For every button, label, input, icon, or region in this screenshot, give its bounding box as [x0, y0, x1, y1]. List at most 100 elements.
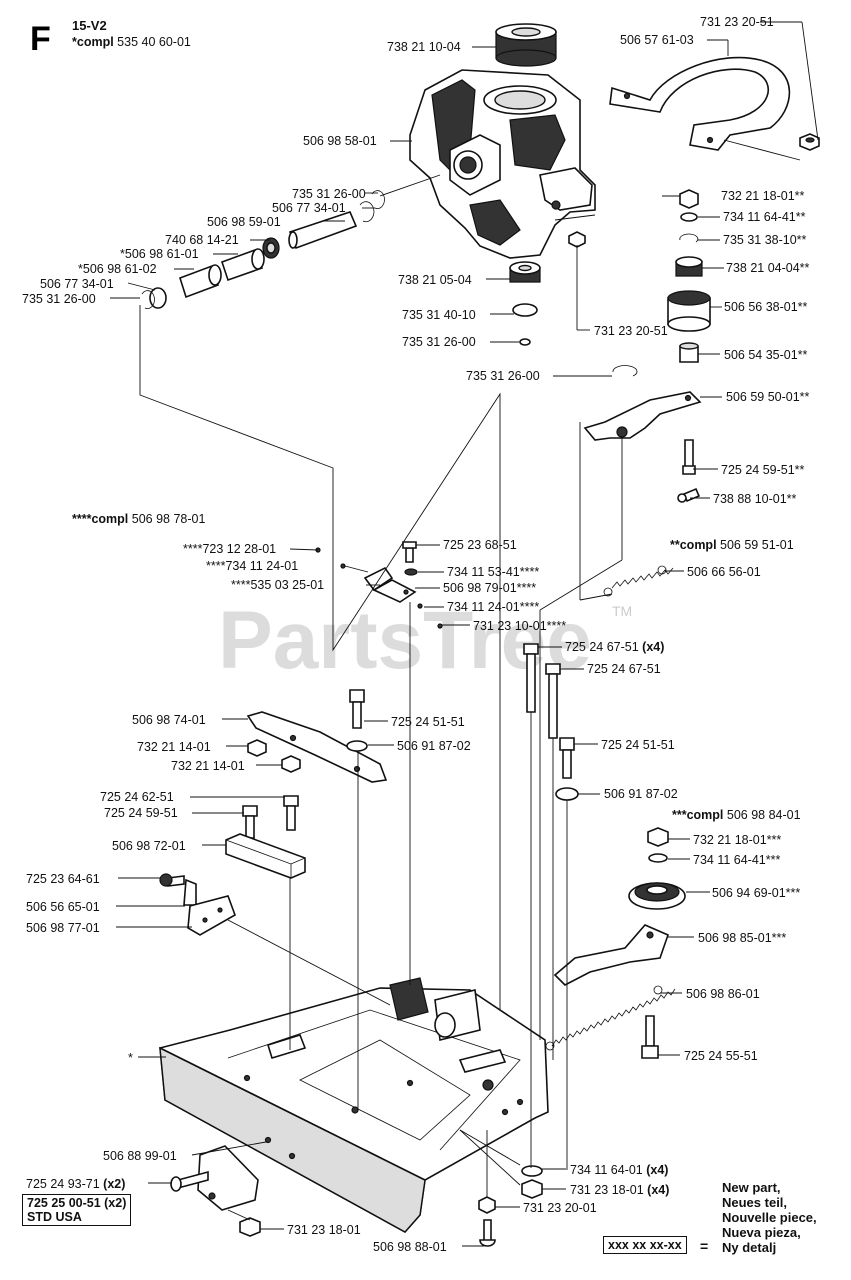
label-506-54-35-01: 506 54 35-01**	[724, 348, 808, 362]
bracket-kit	[315, 541, 443, 629]
label-731-23-20-01: 731 23 20-01	[523, 1201, 597, 1215]
label-734-11-64-01-x4: 734 11 64-01 (x4)	[570, 1163, 668, 1177]
kit-2-label: **compl 506 59 51-01	[670, 538, 794, 552]
legend-line-1: New part,	[722, 1180, 781, 1195]
label-725-24-93-71-num: 725 24 93-71	[26, 1177, 100, 1191]
label-732-21-14-01-a: 732 21 14-01	[137, 740, 211, 754]
model-number: 15-V2	[72, 18, 107, 33]
legend-line-2: Neues teil,	[722, 1195, 788, 1210]
label-506-77-34-01-a: 506 77 34-01	[272, 201, 346, 215]
label-725-24-93-71-x2: 725 24 93-71 (x2)	[26, 1177, 125, 1191]
spring-small	[603, 565, 674, 597]
compl-line: *compl 535 40 60-01	[72, 35, 191, 49]
label-506-98-74-01: 506 98 74-01	[132, 713, 206, 727]
label-506-98-61-02: *506 98 61-02	[78, 262, 157, 276]
bolt-right-mid	[555, 737, 579, 801]
label-506-56-65-01: 506 56 65-01	[26, 900, 100, 914]
legend-line-4: Nueva pieza,	[722, 1225, 801, 1240]
label-731-23-18-01-bottom: 731 23 18-01	[287, 1223, 361, 1237]
nut-bottom-left	[239, 1217, 261, 1237]
bearing-top	[495, 23, 557, 67]
label-735-31-26-00-d: 735 31 26-00	[466, 369, 540, 383]
label-725-24-67-51-x4: 725 24 67-51 (x4)	[565, 640, 664, 654]
compl-prefix: *compl	[72, 35, 114, 49]
std-usa-line1: 725 25 00-51 (x2)	[27, 1196, 127, 1210]
legend-equals: =	[700, 1238, 709, 1254]
std-usa-box: 725 25 00-51 (x2) STD USA	[22, 1194, 132, 1226]
compl-number: 535 40 60-01	[117, 35, 191, 49]
label-731-23-18-01-x4: 731 23 18-01 (x4)	[570, 1183, 669, 1197]
label-732-21-18-01-kit3: 732 21 18-01***	[693, 833, 781, 847]
label-725-23-64-61: 725 23 64-61	[26, 872, 100, 886]
label-735-31-38-10: 735 31 38-10**	[723, 233, 807, 247]
label-star: *	[128, 1051, 133, 1065]
label-734-11-64-01-num: 734 11 64-01	[570, 1163, 643, 1177]
label-738-21-04-04: 738 21 04-04**	[726, 261, 810, 275]
label-506-94-69-01: 506 94 69-01***	[712, 886, 800, 900]
label-740-68-14-21: 740 68 14-21	[165, 233, 239, 247]
label-731-23-20-51-top: 731 23 20-51	[700, 15, 774, 29]
label-723-12-28-01: ****723 12 28-01	[183, 542, 276, 556]
label-725-23-68-51: 725 23 68-51	[443, 538, 517, 552]
nut-housing	[568, 231, 586, 248]
leader-lines	[110, 21, 819, 1247]
washer-nut-x4	[521, 1165, 543, 1199]
kit-3-prefix: ***compl	[672, 808, 723, 822]
label-731-23-18-01-num: 731 23 18-01	[570, 1183, 644, 1197]
label-506-98-86-01: 506 98 86-01	[686, 987, 760, 1001]
pulley-bracket	[553, 924, 669, 986]
label-506-59-50-01: 506 59 50-01**	[726, 390, 810, 404]
label-732-21-14-01-b: 732 21 14-01	[171, 759, 245, 773]
label-734-11-64-01-qty: (x4)	[646, 1163, 668, 1177]
label-506-77-34-01-b: 506 77 34-01	[40, 277, 114, 291]
deck-chassis	[159, 977, 549, 1234]
label-725-24-59-51-left: 725 24 59-51	[104, 806, 178, 820]
nuts-pair	[247, 739, 301, 773]
center-bearing	[509, 261, 541, 346]
nut-top-right	[799, 133, 820, 151]
label-725-24-51-51-right: 725 24 51-51	[601, 738, 675, 752]
label-732-21-18-01: 732 21 18-01**	[721, 189, 805, 203]
label-725-24-93-71-qty: (x2)	[103, 1177, 125, 1191]
bolt-center	[346, 689, 368, 752]
gear-housing	[409, 69, 596, 259]
label-734-11-24-01-a: ****734 11 24-01	[206, 559, 298, 573]
kit-4-number: 506 98 78-01	[132, 512, 206, 526]
pulley-stack	[628, 827, 686, 910]
label-738-88-10-01: 738 88 10-01**	[713, 492, 797, 506]
spring-large	[545, 985, 676, 1051]
section-letter: F	[30, 20, 51, 58]
legend-code-box: xxx xx xx-xx	[603, 1236, 687, 1254]
kit-4-prefix: ****compl	[72, 512, 128, 526]
label-506-88-99-01: 506 88 99-01	[103, 1149, 177, 1163]
std-usa-line2: STD USA	[27, 1210, 82, 1224]
label-725-24-55-51: 725 24 55-51	[684, 1049, 758, 1063]
block-bar	[225, 833, 306, 879]
label-725-24-62-51: 725 24 62-51	[100, 790, 174, 804]
bolt-right	[682, 439, 696, 475]
label-735-31-26-00-c: 735 31 26-00	[402, 335, 476, 349]
label-725-24-59-51-right: 725 24 59-51**	[721, 463, 805, 477]
legend-line-5: Ny detalj	[722, 1240, 777, 1255]
legend-line-3: Nouvelle piece,	[722, 1210, 817, 1225]
label-734-11-64-41: 734 11 64-41**	[723, 210, 806, 224]
label-734-11-53-41: 734 11 53-41****	[447, 565, 539, 579]
label-725-24-67-51-x4-num: 725 24 67-51	[565, 640, 639, 654]
label-735-31-40-10: 735 31 40-10	[402, 308, 476, 322]
label-734-11-64-41-kit3: 734 11 64-41***	[693, 853, 780, 867]
label-506-98-72-01: 506 98 72-01	[112, 839, 186, 853]
kit-3-number: 506 98 84-01	[727, 808, 801, 822]
kit-4-label: ****compl 506 98 78-01	[72, 512, 205, 526]
label-735-31-26-00-a: 735 31 26-00	[292, 187, 366, 201]
bottom-bracket	[197, 1145, 259, 1211]
label-506-91-87-02-right: 506 91 87-02	[604, 787, 678, 801]
label-506-66-56-01: 506 66 56-01	[687, 565, 761, 579]
kit-3-label: ***compl 506 98 84-01	[672, 808, 801, 822]
kit-2-number: 506 59 51-01	[720, 538, 794, 552]
bar-plate	[246, 711, 388, 783]
label-725-24-67-51-x4-qty: (x4)	[642, 640, 664, 654]
carriage-bolt	[170, 1170, 209, 1192]
label-506-91-87-02-center: 506 91 87-02	[397, 739, 471, 753]
label-738-21-05-04: 738 21 05-04	[398, 273, 472, 287]
label-735-31-26-00-b: 735 31 26-00	[22, 292, 96, 306]
